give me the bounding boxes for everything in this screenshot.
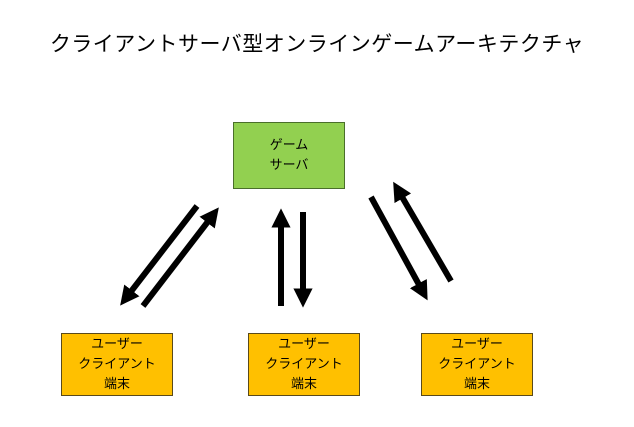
arrow-server-to-client-right [368,195,428,301]
client-terminal-box-right: ユーザー クライアント 端末 [421,333,533,396]
client-label-line2: クライアント [438,356,516,372]
client-label-line2: クライアント [265,356,343,372]
diagram-title: クライアントサーバ型オンラインゲームアーキテクチャ [49,32,585,56]
server-label-line1: ゲーム [269,137,309,153]
client-label-line3: 端末 [290,376,317,392]
client-terminal-box-center: ユーザー クライアント 端末 [248,333,360,396]
client-label-line1: ユーザー [278,336,330,352]
game-server-box: ゲーム サーバ [233,122,345,189]
server-label-line2: サーバ [269,157,309,173]
arrow-client-to-server-left [140,207,219,308]
arrow-server-to-client-left [120,204,200,306]
arrow-client-to-server-right [393,181,454,283]
client-terminal-box-left: ユーザー クライアント 端末 [61,333,173,396]
client-label-line1: ユーザー [91,336,143,352]
client-label-line1: ユーザー [451,336,503,352]
client-label-line3: 端末 [103,376,130,392]
client-label-line2: クライアント [78,356,156,372]
client-label-line3: 端末 [463,376,490,392]
